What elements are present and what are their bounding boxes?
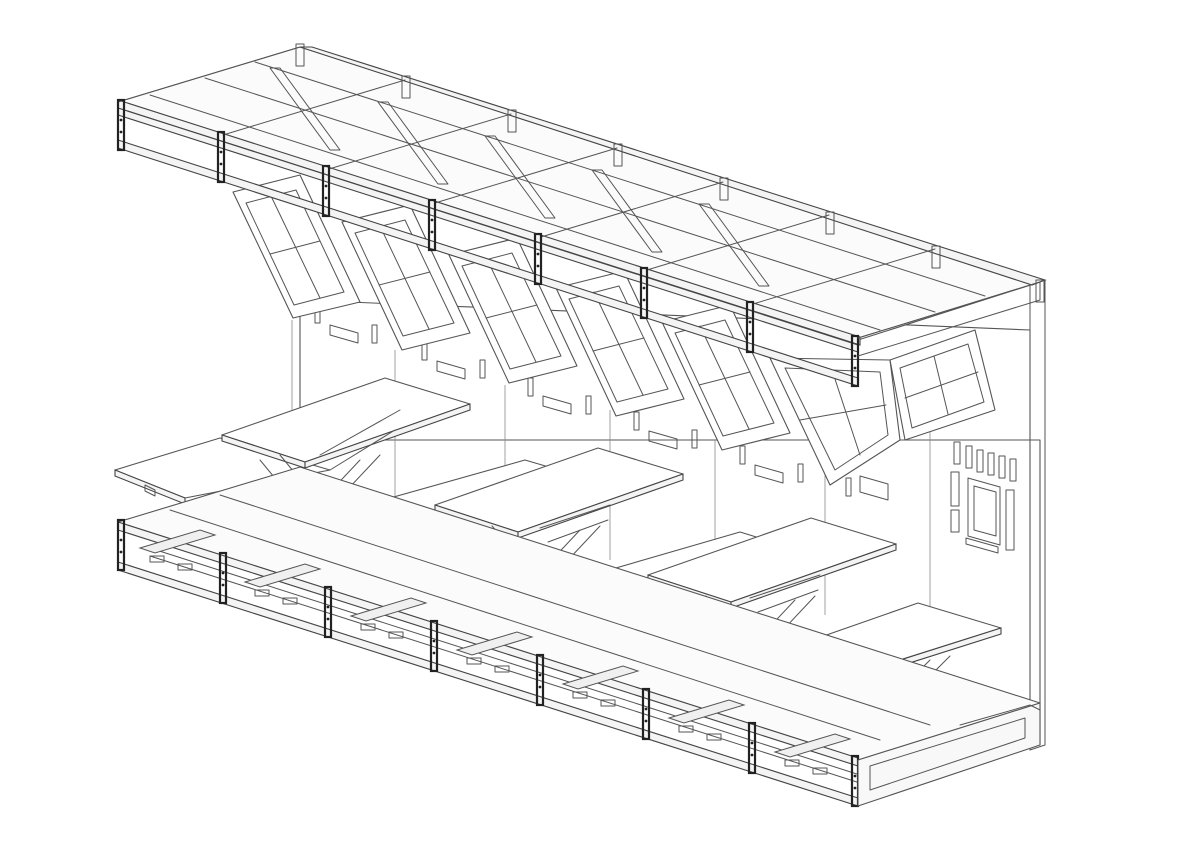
hood-window xyxy=(341,204,471,351)
control-panel xyxy=(950,441,1017,554)
wall-brackets xyxy=(314,304,889,501)
hood-window xyxy=(555,270,685,417)
hood-window xyxy=(232,174,361,319)
base-frame xyxy=(116,466,1041,808)
hood-window xyxy=(889,329,996,441)
lift-table xyxy=(221,377,471,546)
lift-tables xyxy=(114,377,1002,741)
hood-window xyxy=(448,237,578,384)
hood-window xyxy=(661,304,791,451)
hood-window xyxy=(769,357,901,486)
overhead-gantry xyxy=(116,43,1047,388)
hood-windows xyxy=(232,174,996,486)
